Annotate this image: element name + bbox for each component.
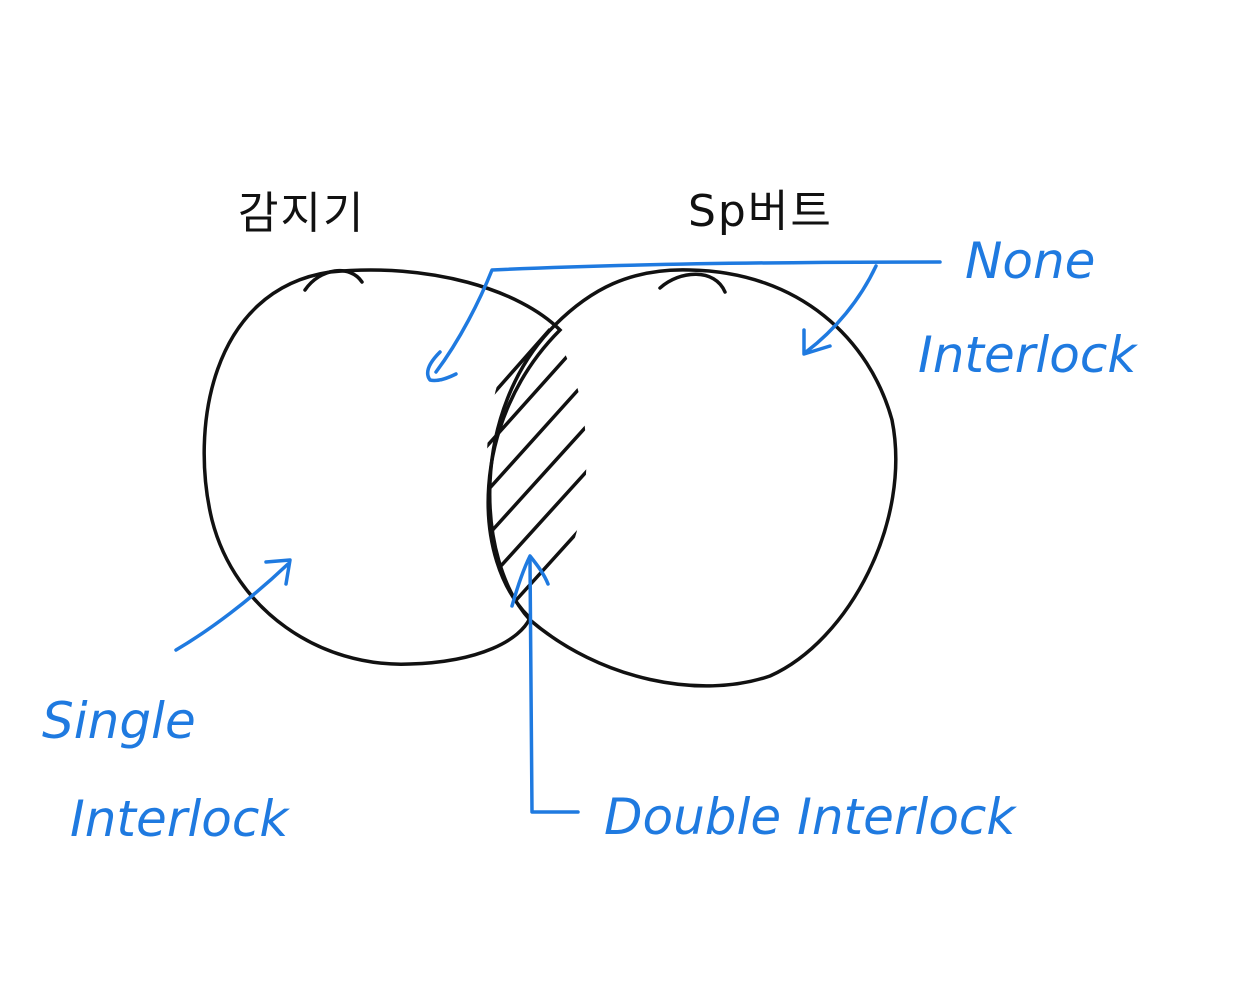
none-interlock-label-line2: Interlock [918, 326, 1138, 384]
single-interlock-arrow [174, 558, 292, 652]
left-set-label: 감지기 [238, 188, 365, 239]
right-circle-start-stroke [658, 272, 727, 294]
none-interlock-label-line1: None [965, 232, 1095, 290]
single-interlock-label-line2: Interlock [70, 790, 290, 848]
single-interlock-label-line1: Single [42, 692, 196, 750]
left-circle-start-stroke [303, 268, 364, 292]
double-interlock-label: Double Interlock [604, 788, 1017, 846]
right-set-label: Sp버트 [688, 186, 833, 237]
none-interlock-leader-line [434, 260, 942, 374]
double-interlock-leader-line [528, 558, 580, 814]
none-interlock-arrow-left [425, 350, 458, 383]
left-set-circle [202, 268, 563, 666]
double-interlock-arrow-head [510, 554, 550, 608]
right-set-circle [488, 268, 898, 688]
none-interlock-arrow-right [802, 264, 878, 356]
intersection-hatching [486, 318, 587, 622]
